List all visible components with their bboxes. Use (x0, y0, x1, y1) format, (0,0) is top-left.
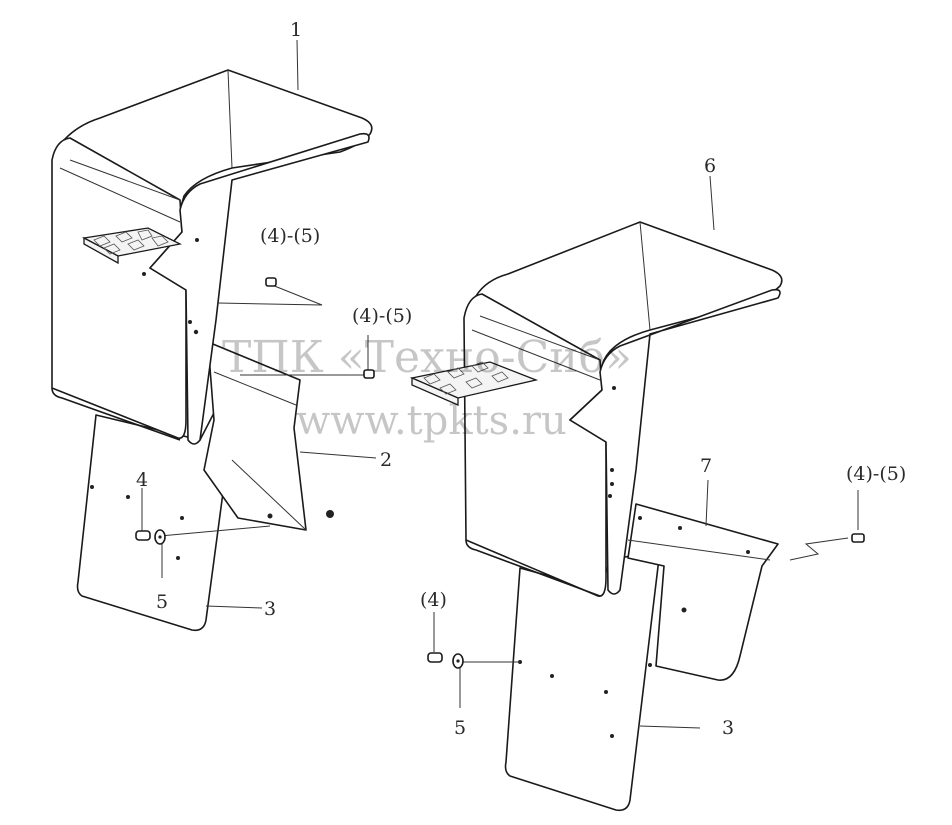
left-fender-shell (51, 69, 373, 445)
callout-part-5-right: 5 (454, 717, 466, 739)
washer-icon (154, 529, 166, 545)
washer-icon (452, 653, 464, 669)
bolt-icon (135, 530, 151, 541)
callout-part-4-5-right: (4)-(5) (846, 463, 906, 485)
callout-part-2: 2 (380, 449, 392, 471)
callout-part-4-5-mid: (4)-(5) (352, 305, 412, 327)
right-fender-assembly (409, 175, 865, 812)
left-fender-assembly (51, 39, 377, 632)
bolt-icon (363, 369, 375, 379)
callout-part-1: 1 (290, 19, 302, 41)
callout-part-4-5-top: (4)-(5) (260, 225, 320, 247)
callout-part-4-left: 4 (136, 469, 148, 491)
callout-part-4-right: (4) (420, 589, 447, 611)
callout-part-3-right: 3 (722, 717, 734, 739)
right-leader-lines (433, 175, 859, 729)
callout-part-6: 6 (704, 155, 716, 177)
watermark-line1: ТПК «Техно-Сиб» (222, 332, 632, 383)
callout-part-7: 7 (700, 455, 712, 477)
left-leader-lines (141, 39, 377, 609)
left-step (81, 227, 183, 265)
watermark-line2: www.tpkts.ru (296, 398, 567, 444)
right-fender-shell (463, 221, 783, 597)
right-bracket (627, 503, 779, 681)
left-fasteners (135, 277, 375, 545)
bolt-icon (851, 533, 865, 543)
callout-part-5-left: 5 (156, 591, 168, 613)
left-bracket (203, 341, 334, 531)
bolt-icon (265, 277, 277, 287)
callout-part-3-left: 3 (264, 598, 276, 620)
bolt-icon (427, 652, 443, 663)
right-step (409, 361, 539, 406)
right-mud-flap (504, 549, 661, 812)
right-fasteners (427, 533, 865, 669)
